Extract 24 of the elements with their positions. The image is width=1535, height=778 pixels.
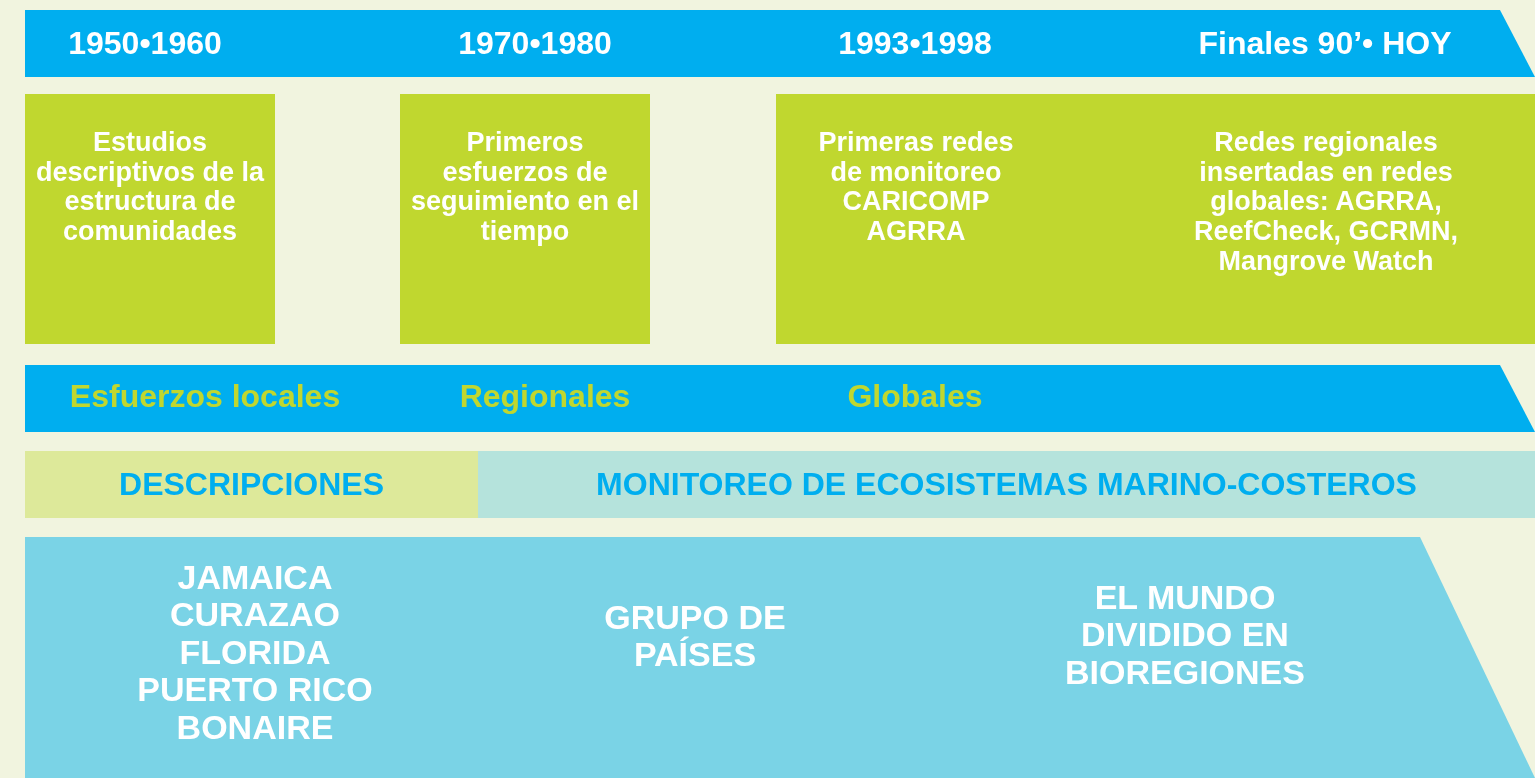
region-text: JAMAICA CURAZAO FLORIDA PUERTO RICO BONAIRE <box>136 559 374 746</box>
stage-box <box>25 94 275 344</box>
stage-text: Primeras redes de monitoreo CARICOMP AGRRA <box>817 128 1015 247</box>
scale-band <box>25 365 1535 432</box>
period-label: Finales 90’• HOY <box>1197 26 1453 62</box>
stage-box <box>776 94 1535 344</box>
stage-box <box>400 94 650 344</box>
stage-text: Estudios descriptivos de la estructura de comunidades <box>35 128 265 247</box>
region-text: GRUPO DE PAÍSES <box>603 599 787 674</box>
region-text: EL MUNDO DIVIDIDO EN BIOREGIONES <box>1064 579 1306 692</box>
region-arrow-band <box>25 537 1535 778</box>
stage-text: Primeros esfuerzos de seguimiento en el tiempo <box>410 128 640 247</box>
period-label: 1993•1998 <box>837 26 993 62</box>
scale-label: Regionales <box>458 379 632 415</box>
phase-bar <box>25 451 478 518</box>
scale-label: Globales <box>846 379 984 415</box>
phase-bar <box>478 451 1535 518</box>
stage-text: Redes regionales insertadas en redes globales: AGRRA, ReefCheck, GCRMN, Mangrove Watch <box>1192 128 1460 277</box>
period-label: 1970•1980 <box>457 26 613 62</box>
phase-title: DESCRIPCIONES <box>118 467 385 503</box>
period-label: 1950•1960 <box>67 26 223 62</box>
timeline-band <box>25 10 1535 77</box>
scale-label: Esfuerzos locales <box>68 379 342 415</box>
phase-title: MONITOREO DE ECOSISTEMAS MARINO-COSTEROS <box>595 467 1418 503</box>
